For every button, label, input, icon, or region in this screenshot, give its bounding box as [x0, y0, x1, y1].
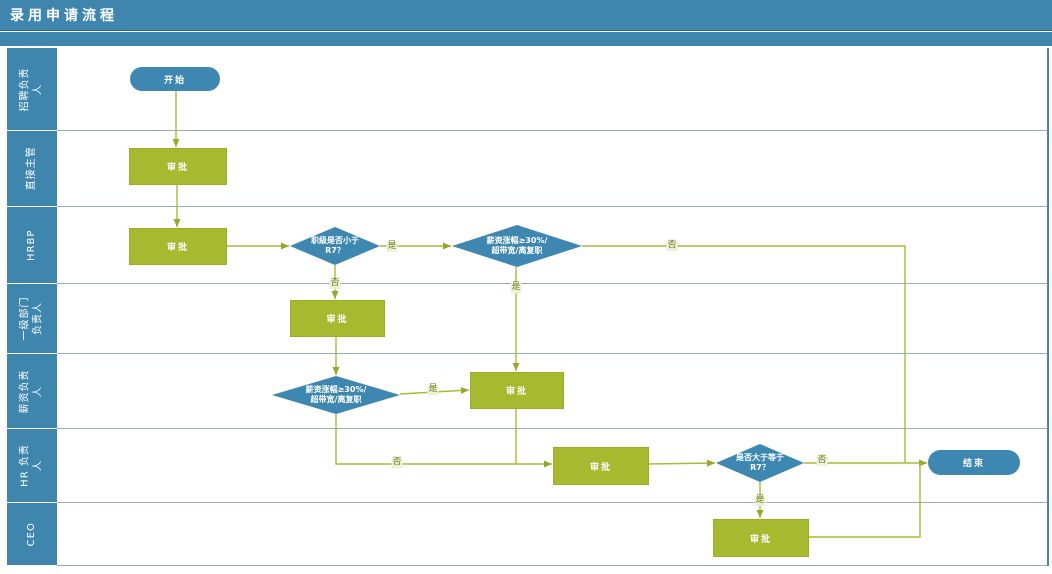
connector-salary-no-to-end — [582, 245, 906, 463]
decision-line: 薪资涨幅≥30%/ — [305, 384, 367, 394]
decision-salary-hrbp-node[interactable]: 薪资涨幅≥30%/ 超带宽/离复职 — [452, 225, 582, 267]
approve-label: 审批 — [166, 163, 189, 173]
lane-header-dept-head[interactable]: 一级部门负责人 — [7, 284, 57, 353]
decision-line: 是否大于等于 — [736, 452, 784, 462]
edge-label-yes: 是 — [386, 241, 398, 252]
diagram-right-border — [1047, 48, 1049, 566]
approve-ceo-node[interactable]: 审批 — [713, 519, 809, 557]
lane-header-comp-owner[interactable]: 薪资负责人 — [7, 354, 57, 428]
diagram-title: 录用申请流程 — [10, 8, 118, 24]
lane-divider — [57, 206, 1048, 207]
lane-divider — [57, 283, 1048, 284]
decision-line: 超带宽/离复职 — [491, 246, 543, 255]
approve-dept-head-node[interactable]: 审批 — [290, 300, 385, 337]
lane-header-hr-head[interactable]: HR 负责人 — [7, 429, 57, 502]
lane-divider — [57, 565, 1048, 566]
edge-label-no: 否 — [816, 455, 828, 466]
approve-label: 审批 — [326, 315, 349, 325]
decision-line: 职级是否小于 — [311, 235, 359, 245]
lane-header-ceo[interactable]: CEO — [7, 503, 57, 565]
approve-label: 审批 — [505, 387, 528, 397]
end-node[interactable]: 结束 — [928, 450, 1020, 475]
lane-divider — [57, 502, 1048, 503]
edge-label-yes: 是 — [754, 495, 766, 506]
approve-label: 审批 — [589, 462, 612, 473]
lane-label: 直接主管 — [25, 146, 37, 191]
edge-label-no: 否 — [329, 278, 341, 289]
connector-ceo-to-end — [807, 463, 921, 538]
lane-header-hrbp[interactable]: HRBP — [7, 207, 57, 283]
lane-divider — [57, 353, 1048, 354]
lane-label: CEO — [25, 521, 37, 547]
edge-label-yes: 是 — [427, 384, 439, 395]
decision-salary-comp-node[interactable]: 薪资涨幅≥30%/ 超带宽/离复职 — [272, 376, 400, 414]
lane-header-direct-manager[interactable]: 直接主管 — [7, 131, 57, 206]
lane-divider — [57, 130, 1048, 131]
start-label: 开始 — [163, 75, 186, 86]
diagram-title-bar: 录用申请流程 — [0, 0, 1052, 31]
connector-hr-approve-to-decision-gte — [646, 459, 716, 467]
decision-level-below-r7-node[interactable]: 职级是否小于 R7？ — [290, 227, 380, 265]
approve-hr-head-node[interactable]: 审批 — [553, 447, 649, 485]
edge-label-no: 否 — [666, 240, 678, 251]
header-substrip — [0, 32, 1052, 46]
lane-label: HR 负责人 — [19, 444, 44, 487]
lane-header-recruiter[interactable]: 招聘负责人 — [7, 48, 57, 130]
edge-label-no: 否 — [391, 457, 403, 468]
end-label: 结束 — [962, 459, 985, 469]
approve-hrbp-node[interactable]: 审批 — [129, 228, 227, 265]
approve-direct-manager-node[interactable]: 审批 — [129, 148, 227, 185]
lane-label: 薪资负责人 — [19, 369, 44, 413]
edge-label-yes: 是 — [510, 282, 522, 293]
lane-label: HRBP — [25, 229, 37, 261]
lane-label: 一级部门负责人 — [19, 296, 44, 341]
decision-line: R7？ — [325, 246, 345, 255]
connector-salary2-no-to-hr-approve — [335, 414, 552, 468]
decision-line: R7？ — [750, 463, 770, 472]
start-node[interactable]: 开始 — [130, 67, 220, 91]
decision-level-gte-r7-node[interactable]: 是否大于等于 R7？ — [716, 444, 804, 482]
approve-label: 审批 — [749, 534, 772, 545]
lane-divider — [57, 428, 1048, 429]
approve-label: 审批 — [166, 243, 189, 253]
approve-comp-owner-node[interactable]: 审批 — [470, 372, 564, 409]
lane-label: 招聘负责人 — [19, 67, 44, 111]
decision-line: 超带宽/离复职 — [310, 395, 362, 404]
decision-line: 薪资涨幅≥30%/ — [486, 235, 548, 245]
